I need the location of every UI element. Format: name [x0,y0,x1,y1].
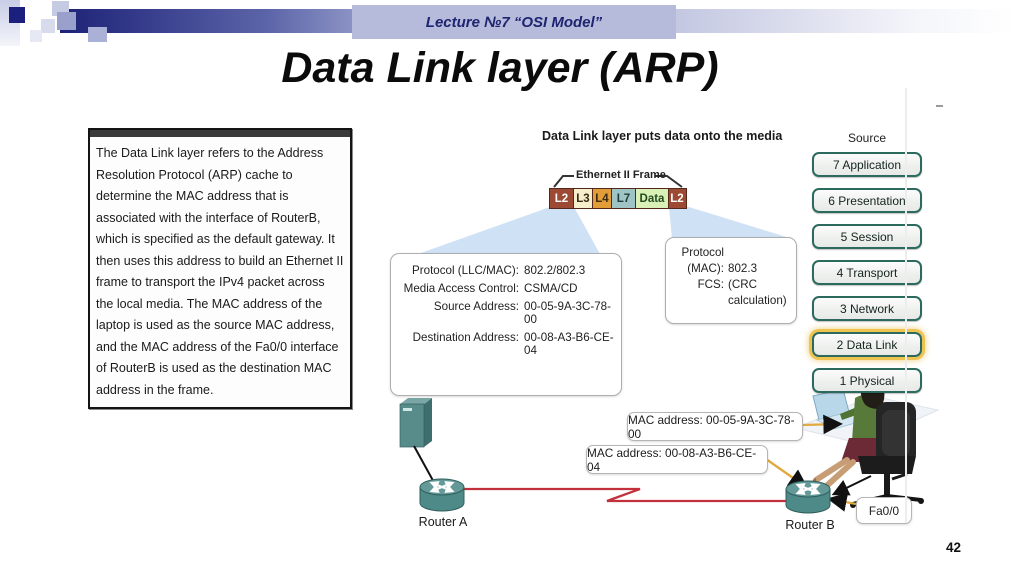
field-label: Media Access Control: [403,282,519,295]
osi-layer-label: 7 Application [832,157,902,172]
artifact-dash [936,105,943,107]
arp-note-box: The Data Link layer refers to the Addres… [88,128,352,409]
router-b-icon [785,480,831,514]
osi-stack: 7 Application 6 Presentation 5 Session 4… [812,152,922,404]
osi-layer-label: 2 Data Link [836,337,898,352]
osi-layer-6-presentation: 6 Presentation [812,188,922,213]
decor-square [30,30,42,42]
field-label: FCS: [697,278,724,291]
osi-layer-3-network: 3 Network [812,296,922,321]
router-b-label: Router B [785,518,835,532]
osi-layer-label: 3 Network [839,301,895,316]
osi-layer-2-data-link: 2 Data Link [812,332,922,357]
osi-layer-4-transport: 4 Transport [812,260,922,285]
diagram-heading: Data Link layer puts data onto the media [542,129,783,143]
field-label: Protocol [681,246,724,259]
field-value: calculation) [728,294,787,307]
field-label: (MAC): [687,262,724,275]
osi-layer-label: 6 Presentation [828,193,906,208]
frame-segment-l7: L7 [610,188,637,209]
banner-bar-left [60,9,352,33]
banner-bar-right [676,9,1015,33]
frame-projection-beams [418,207,793,254]
image-edge-line [905,88,907,523]
osi-layer-label: 1 Physical [839,373,895,388]
lecture-banner-label: Lecture №7 “OSI Model” [425,13,603,31]
mac-address-source-callout: MAC address: 00-05-9A-3C-78-00 [627,412,803,441]
page-number: 42 [946,540,962,555]
field-value: 802.2/802.3 [524,264,586,277]
field-value: CSMA/CD [524,282,578,295]
osi-layer-5-session: 5 Session [812,224,922,249]
field-value: 802.3 [728,262,758,275]
osi-layer-label: 5 Session [840,229,894,244]
router-a-label: Router A [418,515,468,529]
osi-layer-label: 4 Transport [836,265,898,280]
frame-segment-data: Data [635,188,669,209]
field-value: (CRC [728,278,757,291]
page-title: Data Link layer (ARP) [281,44,719,92]
server-icon [399,398,432,448]
field-label: Destination Address: [412,331,519,344]
osi-layer-7-application: 7 Application [812,152,922,177]
link-laptop-to-routerB [831,475,872,496]
frame-segment-l4: L4 [592,188,612,209]
router-a-icon [419,478,465,512]
mac-fcs-details-box: Protocol (MAC): 802.3 FCS: (CRC calculat… [665,237,797,324]
ethernet-frame-label: Ethernet II Frame [576,169,666,181]
field-value: 00-05-9A-3C-78-00 [524,300,611,326]
note-box-top-bar [90,130,350,139]
frame-brace [553,175,683,188]
wan-link-red [464,487,788,503]
field-label: Protocol (LLC/MAC): [412,264,519,277]
source-caption: Source [847,131,887,145]
field-value [728,246,794,259]
ethernet-frame: L2 L3 L4 L7 Data L2 [549,188,687,209]
frame-segment-l2: L2 [549,188,574,209]
leader-fa00-to-routerB [827,492,857,512]
llc-mac-details-box: Protocol (LLC/MAC): 802.2/802.3 Media Ac… [390,253,622,396]
osi-layer-1-physical: 1 Physical [812,368,922,393]
decor-square [57,12,76,30]
note-box-text: The Data Link layer refers to the Addres… [96,146,344,397]
frame-segment-l3: L3 [572,188,594,209]
lecture-banner: Lecture №7 “OSI Model” [352,5,676,39]
leader-mac1-to-laptop [801,414,843,435]
field-value: 00-08-A3-B6-CE-04 [524,331,614,357]
field-label [668,294,724,307]
decor-square [41,19,55,33]
frame-segment-l2-trailer: L2 [667,188,687,209]
fa00-interface-callout: Fa0/0 [856,497,912,524]
decor-square [88,27,107,42]
decor-square-navy [9,7,25,23]
field-label: Source Address: [433,300,519,313]
mac-address-destination-callout: MAC address: 00-08-A3-B6-CE-04 [586,445,768,474]
